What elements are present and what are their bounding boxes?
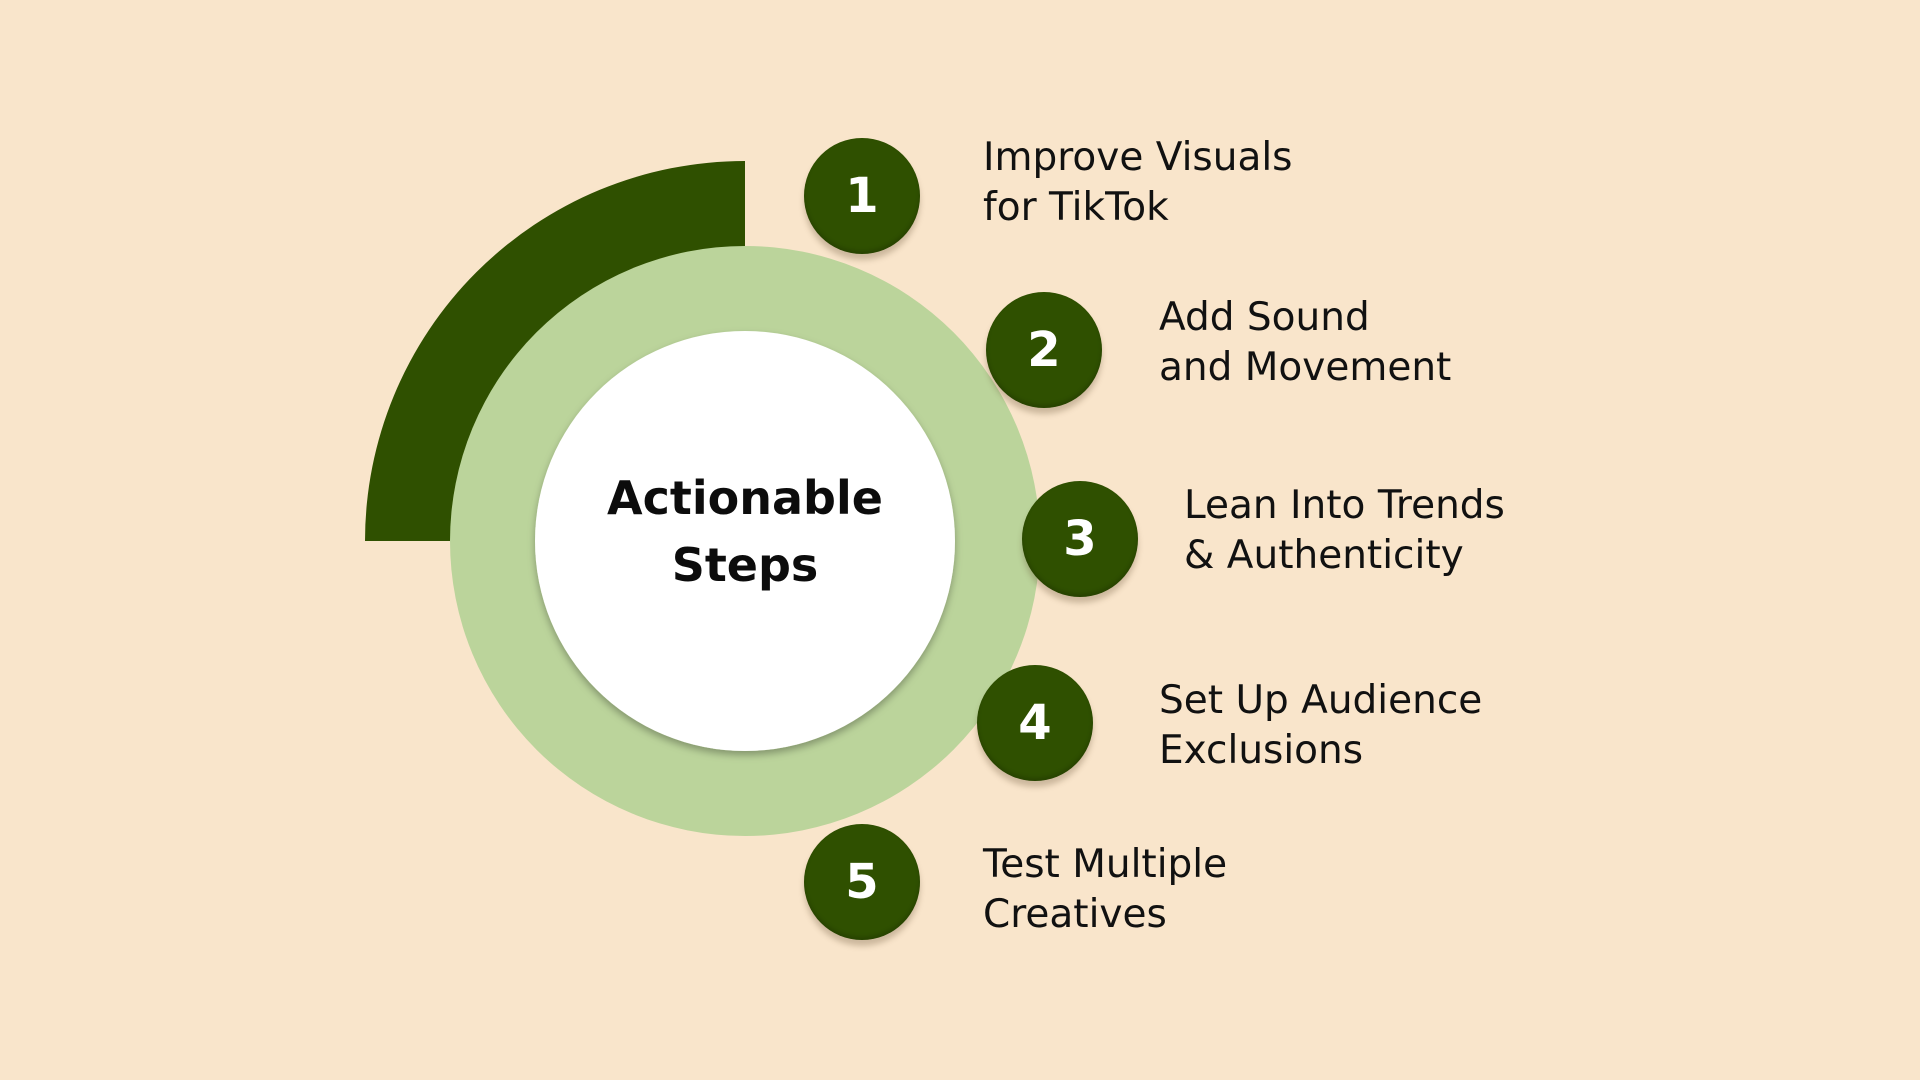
center-circle: [535, 331, 955, 751]
center-title-line2: Steps: [671, 538, 819, 592]
step-5-line1: Test Multiple: [983, 842, 1228, 887]
dark-green-arc: [365, 161, 745, 541]
step-2-line2: and Movement: [1159, 345, 1452, 390]
step-1-line1: Improve Visuals: [983, 135, 1293, 180]
step-4-line1: Set Up Audience: [1159, 678, 1483, 723]
step-2-line1: Add Sound: [1159, 295, 1370, 340]
step-2-text: Add Sound and Movement: [1159, 293, 1451, 393]
step-1-line2: for TikTok: [983, 185, 1169, 230]
step-2-badge: 2: [986, 292, 1102, 408]
step-3-line1: Lean Into Trends: [1184, 483, 1505, 528]
step-5-badge: 5: [804, 824, 920, 940]
step-3-badge: 3: [1022, 481, 1138, 597]
center-title-line1: Actionable: [607, 471, 883, 525]
step-1-text: Improve Visuals for TikTok: [983, 133, 1293, 233]
step-4-badge: 4: [977, 665, 1093, 781]
step-4-text: Set Up Audience Exclusions: [1159, 676, 1482, 776]
step-3-text: Lean Into Trends & Authenticity: [1184, 481, 1505, 581]
step-3-line2: & Authenticity: [1184, 533, 1464, 578]
center-title: Actionable Steps: [535, 465, 955, 599]
step-4-line2: Exclusions: [1159, 728, 1364, 773]
step-1-badge: 1: [804, 138, 920, 254]
step-5-line2: Creatives: [983, 892, 1167, 937]
step-5-text: Test Multiple Creatives: [983, 840, 1227, 940]
